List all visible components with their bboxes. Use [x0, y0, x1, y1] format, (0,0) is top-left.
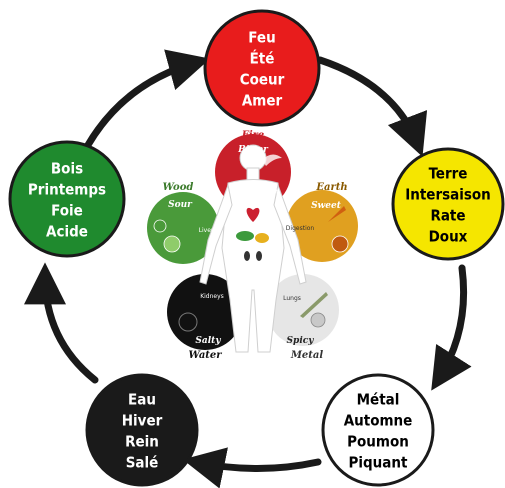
- inner-label-metal-element: Metal: [290, 350, 324, 361]
- element-water-line-2: Rein: [125, 433, 159, 451]
- inner-label-wood-element: Wood: [163, 182, 194, 193]
- inner-label-water-organ: Kidneys: [200, 293, 224, 300]
- inner-label-earth-taste: Sweet: [311, 201, 342, 211]
- arrow-water-to-wood: [45, 275, 95, 380]
- element-wood-line-3: Acide: [46, 223, 88, 241]
- element-earth-line-0: Terre: [429, 165, 468, 183]
- inner-label-water-element: Water: [188, 350, 222, 361]
- inner-label-wood-organ: Liver: [199, 227, 214, 234]
- element-metal-line-0: Métal: [357, 391, 400, 409]
- inner-label-fire-organ: Heart: [262, 189, 279, 196]
- element-wood-line-1: Printemps: [28, 181, 106, 199]
- element-fire-line-0: Feu: [248, 29, 275, 47]
- inner-label-metal-taste: Spicy: [287, 336, 315, 346]
- squash-icon: [332, 236, 348, 252]
- element-metal-line-1: Automne: [344, 412, 413, 430]
- liver-organ: [236, 231, 254, 241]
- element-metal-line-3: Piquant: [349, 454, 408, 472]
- element-wood-line-0: Bois: [51, 160, 83, 178]
- element-fire-line-3: Amer: [242, 92, 283, 110]
- element-wood-line-2: Foie: [51, 202, 83, 220]
- inner-label-fire-element: Fire: [241, 130, 265, 141]
- element-fire-line-2: Coeur: [240, 71, 285, 89]
- stomach-organ: [255, 233, 269, 243]
- element-water-line-0: Eau: [128, 391, 156, 409]
- arrow-metal-to-water: [195, 462, 318, 469]
- inner-label-wood-taste: Sour: [168, 200, 193, 210]
- element-earth-line-2: Rate: [430, 207, 465, 225]
- kidney-left: [244, 251, 250, 261]
- lemon-icon: [164, 236, 180, 252]
- element-metal-line-2: Poumon: [347, 433, 409, 451]
- inner-label-fire-taste: Bitter: [237, 145, 269, 155]
- inner-label-earth-element: Earth: [315, 182, 347, 193]
- arrow-earth-to-metal: [438, 268, 464, 380]
- element-fire-line-1: Été: [250, 49, 275, 68]
- inner-label-earth-organ: Digestion: [286, 225, 315, 232]
- garlic-icon: [311, 313, 325, 327]
- inner-label-water-taste: Salty: [195, 336, 221, 346]
- inner-illustration: Fire Earth Metal Water Wood Bitter Sweet…: [140, 128, 362, 361]
- element-earth-line-1: Intersaison: [405, 186, 491, 204]
- element-water-line-3: Salé: [126, 454, 159, 472]
- element-earth-line-3: Doux: [429, 228, 468, 246]
- element-water-line-1: Hiver: [122, 412, 163, 430]
- kidney-right: [256, 251, 262, 261]
- inner-label-metal-organ: Lungs: [283, 295, 301, 302]
